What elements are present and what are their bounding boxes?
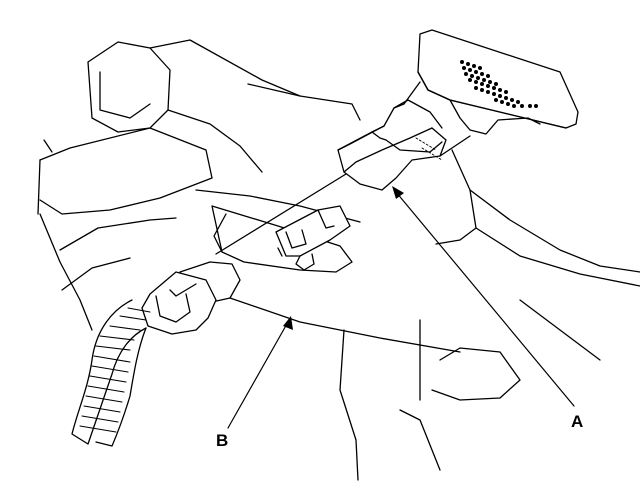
callout-label-a: A <box>571 412 584 431</box>
switch-assembly <box>337 29 579 191</box>
side-panel-outline <box>229 83 640 481</box>
callout-label-b: B <box>216 431 229 450</box>
grille-dots <box>460 60 538 108</box>
connection-line <box>215 173 347 255</box>
arrowheads <box>283 186 404 330</box>
callout-leaders <box>227 191 575 429</box>
wire-harness <box>71 261 241 447</box>
middle-connector <box>275 205 351 271</box>
